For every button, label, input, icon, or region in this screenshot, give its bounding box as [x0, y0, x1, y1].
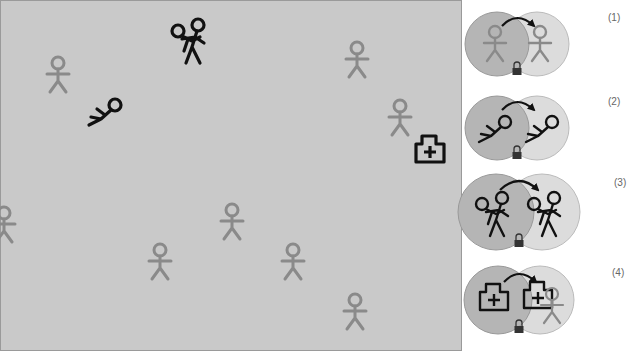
callout-number: (3)	[614, 178, 626, 188]
callout-number: (2)	[608, 97, 620, 107]
callout-number: (1)	[608, 13, 620, 23]
callout-number: (4)	[612, 268, 624, 278]
